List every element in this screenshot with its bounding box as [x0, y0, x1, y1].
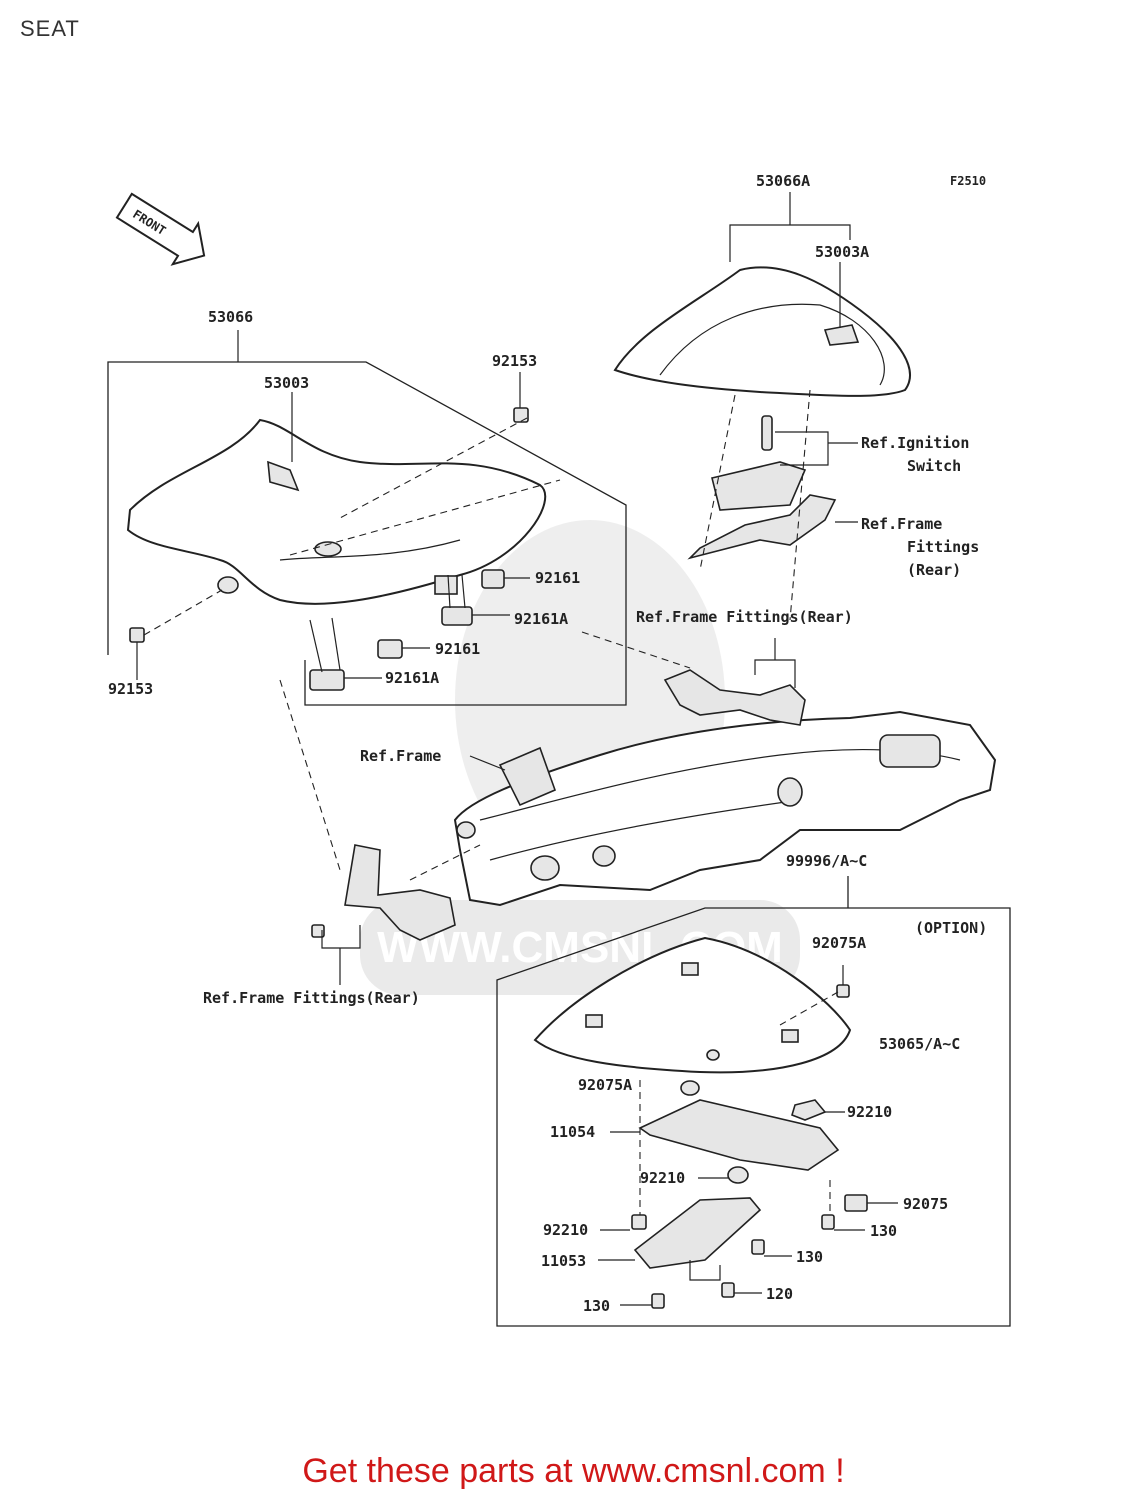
option-group: [496, 876, 1011, 1327]
label-92210-left: 92210: [543, 1221, 588, 1239]
label-99996: 99996/A~C: [786, 852, 867, 870]
label-92153-bottom: 92153: [108, 680, 153, 698]
label-ignition-1: Ref.Ignition: [861, 434, 969, 452]
label-130-bottom: 130: [583, 1297, 610, 1315]
label-92161-upper: 92161: [535, 569, 580, 587]
label-92210-right: 92210: [847, 1103, 892, 1121]
label-130-mid: 130: [796, 1248, 823, 1266]
rider-seat: [126, 418, 547, 605]
label-53003A: 53003A: [815, 243, 869, 261]
label-53066A: 53066A: [756, 172, 810, 190]
main-seat-group: [107, 330, 627, 706]
label-53003: 53003: [264, 374, 309, 392]
bolt-icon: [129, 627, 145, 643]
label-120: 120: [766, 1285, 793, 1303]
label-frame-fittings-1: Ref.Frame: [861, 515, 942, 533]
label-92153-top: 92153: [492, 352, 537, 370]
label-53066: 53066: [208, 308, 253, 326]
label-92161-lower: 92161: [435, 640, 480, 658]
label-ignition-2: Switch: [907, 457, 961, 475]
label-92075A-top: 92075A: [812, 934, 866, 952]
label-11054: 11054: [550, 1123, 595, 1141]
label-frame: Ref.Frame: [360, 747, 441, 765]
label-92075A-bottom: 92075A: [578, 1076, 632, 1094]
label-frame-fittings-3: (Rear): [907, 561, 961, 579]
label-frame-fittings-mid: Ref.Frame Fittings(Rear): [636, 608, 853, 626]
figure-code: F2510: [950, 174, 986, 188]
page-title: SEAT: [20, 16, 80, 41]
label-92075: 92075: [903, 1195, 948, 1213]
footer-link[interactable]: Get these parts at www.cmsnl.com !: [302, 1452, 845, 1490]
frame: [453, 631, 997, 907]
front-arrow-icon: FRONT: [115, 192, 206, 266]
label-130-right: 130: [870, 1222, 897, 1240]
label-92210-mid: 92210: [640, 1169, 685, 1187]
parts-diagram: WWW.CMSNL.COM F2510 FRONT: [107, 172, 1011, 1327]
label-92161A-lower: 92161A: [385, 669, 439, 687]
front-seat-bracket: [279, 679, 481, 985]
label-53065: 53065/A~C: [879, 1035, 960, 1053]
label-11053: 11053: [541, 1252, 586, 1270]
label-frame-fittings-2: Fittings: [907, 538, 979, 556]
seat-cover: [533, 936, 852, 1074]
pillion-seat-group: [613, 192, 911, 621]
pillion-seat: [613, 266, 911, 397]
bolt-icon: [513, 407, 529, 423]
label-frame-fittings-bottom: Ref.Frame Fittings(Rear): [203, 989, 420, 1007]
callout-labels: 53066A 53003A 53066 53003 92153 92153 92…: [108, 172, 987, 1315]
label-92161A-upper: 92161A: [514, 610, 568, 628]
label-option: (OPTION): [915, 919, 987, 937]
